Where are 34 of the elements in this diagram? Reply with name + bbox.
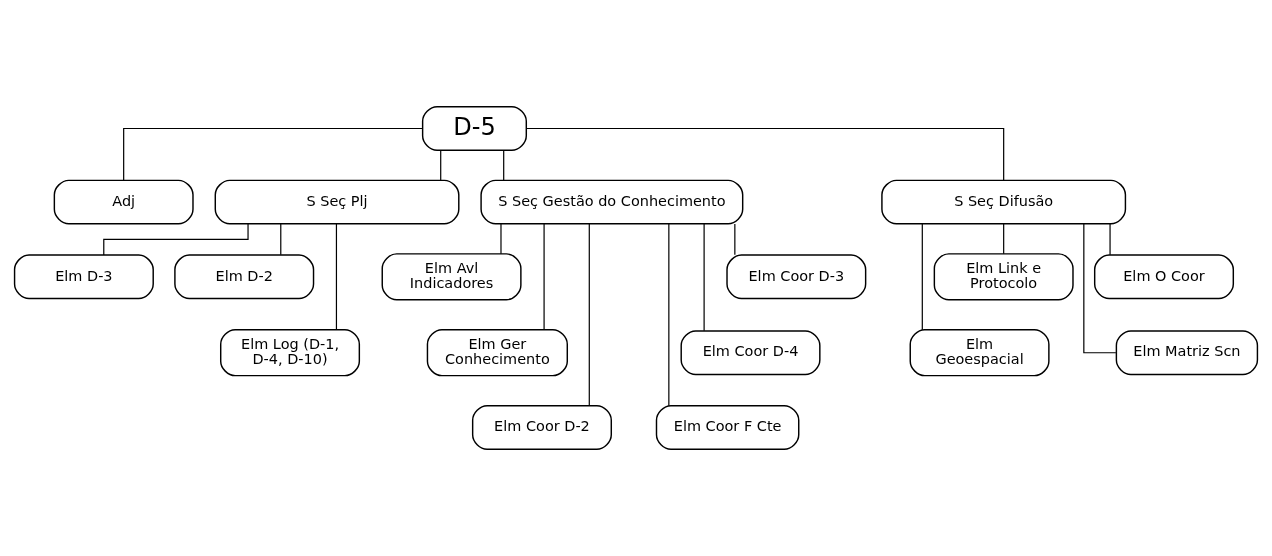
node-box: Elm Coor D-2 (471, 405, 612, 450)
connector (734, 223, 736, 256)
node-box: S Seç Difusão (881, 179, 1127, 225)
node-box: Elm Coor D-4 (680, 330, 821, 376)
node-box: Elm Matriz Scn (1115, 330, 1259, 376)
connector (1003, 223, 1005, 255)
node-box: Elm O Coor (1093, 254, 1235, 300)
node-box: S Seç Gestão do Conhecimento (480, 179, 744, 225)
connector (280, 223, 282, 256)
node-box: Elm Ger Conhecimento (426, 329, 568, 377)
connector (543, 223, 545, 331)
connector (123, 127, 423, 181)
connector (703, 223, 705, 332)
node-box: Elm Log (D-1, D-4, D-10) (220, 329, 361, 377)
node-box: Elm D-2 (174, 254, 315, 300)
connector (1109, 223, 1111, 256)
node-box: Elm Avl Indicadores (381, 253, 522, 301)
connector (588, 223, 590, 407)
node-box: Elm Coor D-3 (726, 254, 867, 300)
connector (335, 223, 338, 331)
node-box: D-5 (421, 106, 528, 151)
node-box: Elm D-3 (13, 254, 154, 300)
node-box: Elm Coor F Cte (655, 405, 800, 450)
node-box: Elm Geoespacial (909, 329, 1050, 377)
connector (526, 127, 1005, 181)
connector (500, 223, 502, 255)
node-box: Adj (53, 179, 194, 225)
node-box: Elm Link e Protocolo (933, 253, 1074, 301)
connector (440, 149, 442, 181)
connector (1083, 223, 1117, 354)
connector (921, 223, 923, 331)
connector (503, 149, 505, 181)
connector (668, 223, 670, 407)
node-box: S Seç Plj (214, 179, 460, 225)
